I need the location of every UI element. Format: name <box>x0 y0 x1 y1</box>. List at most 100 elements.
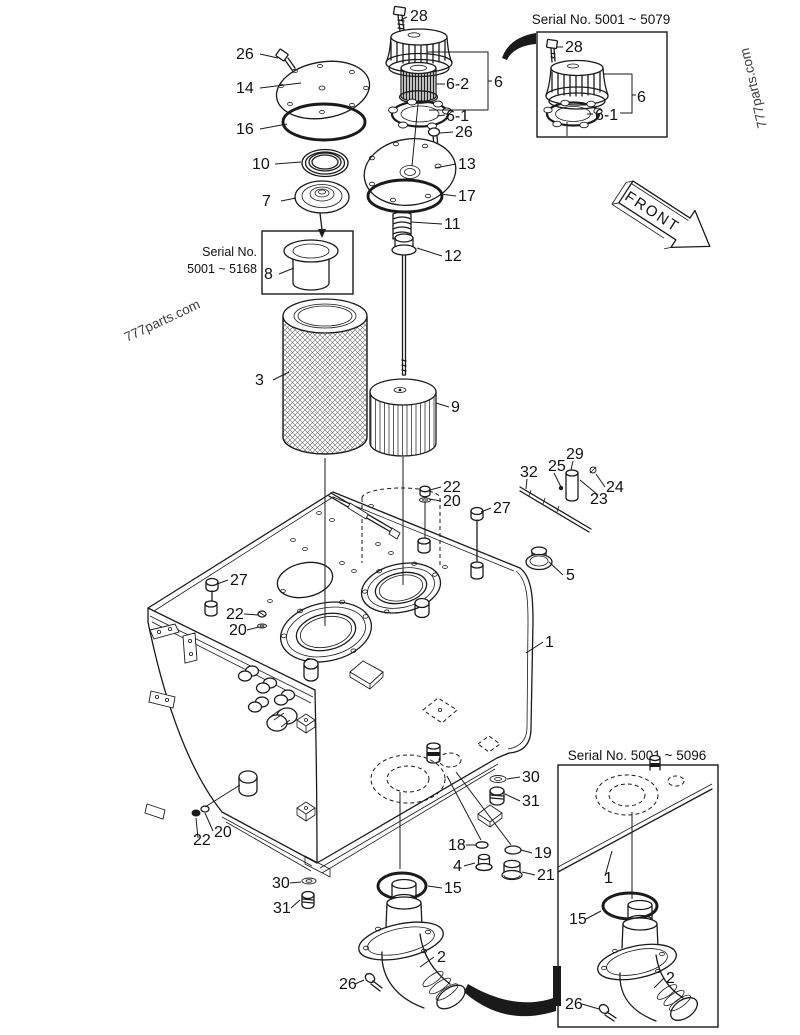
part-label-6-main: 6 <box>494 74 503 91</box>
part-label-2-inset: 2 <box>666 970 675 987</box>
part-label-21: 21 <box>537 867 555 884</box>
filler-cap-assembly <box>363 5 457 457</box>
part-label-22-right: 22 <box>443 479 461 496</box>
inset-5168-title-line1: Serial No. <box>202 245 257 259</box>
part-label-8: 8 <box>264 266 273 283</box>
part-label-13: 13 <box>458 156 476 173</box>
part-label-20-botleft: 20 <box>214 824 232 841</box>
part-label-26-topmid: 26 <box>455 124 473 141</box>
part-label-27-left: 27 <box>230 572 248 589</box>
part-label-11: 11 <box>444 216 461 233</box>
part-label-6-1-main: 6-1 <box>446 108 469 125</box>
inset-5168-title-line2: 5001 ~ 5168 <box>187 262 257 276</box>
elbow-2 <box>358 878 466 1010</box>
part-label-6-inset: 6 <box>637 89 646 106</box>
part-label-24: 24 <box>606 479 624 496</box>
part-label-18: 18 <box>448 837 466 854</box>
part-label-23: 23 <box>590 491 608 508</box>
part-label-30-left: 30 <box>272 875 290 892</box>
part-label-6-2-main: 6-2 <box>446 76 469 93</box>
part-label-10: 10 <box>252 156 270 173</box>
inset-box-5096 <box>557 764 719 1028</box>
part-label-1-inset: 1 <box>604 870 613 887</box>
swoosh-arrow-top <box>502 33 536 60</box>
inset-top-right: Serial No. 5001 ~ 5079 <box>502 12 670 138</box>
part-label-6-1-inset: 6-1 <box>595 107 618 124</box>
plug-5 <box>525 546 553 571</box>
breather-cap-7 <box>294 180 350 238</box>
rod-12 <box>391 233 417 376</box>
level-rod-cluster <box>519 466 597 533</box>
tank-port-bosses <box>237 665 298 732</box>
part-label-22-mid: 22 <box>226 606 244 623</box>
top-fasteners <box>204 466 597 629</box>
face-pads <box>349 660 503 828</box>
part-label-26-botleft: 26 <box>339 976 357 993</box>
inset-mid-left: Serial No. 5001 ~ 5168 <box>187 230 354 295</box>
part-label-14: 14 <box>236 80 254 97</box>
top-face-holes <box>267 504 448 603</box>
elbow-2-inset <box>597 899 698 1022</box>
inset-box-5168 <box>261 230 354 295</box>
part-label-17: 17 <box>458 188 476 205</box>
part-label-29: 29 <box>566 446 584 463</box>
part-label-26-topleft: 26 <box>236 46 254 63</box>
part-label-4: 4 <box>453 858 462 875</box>
tank-boss-front <box>303 658 319 682</box>
swoosh-arrow-bottom <box>464 984 556 1017</box>
part-label-30-right: 30 <box>522 769 540 786</box>
filter-element-6-2 <box>398 61 439 104</box>
watermark-left: 777parts.com <box>122 297 202 345</box>
bolt-28 <box>392 5 407 32</box>
lock-ring-6-1-inset <box>543 99 603 129</box>
part-label-15-main: 15 <box>444 880 462 897</box>
bolt-26-cover <box>275 48 296 71</box>
inset-hidden-flange <box>595 754 685 816</box>
drain-flange-hidden <box>370 742 462 804</box>
front-arrow-label: FRONT <box>622 188 683 236</box>
part-label-16: 16 <box>236 121 254 138</box>
filler-cap-inset <box>545 59 609 110</box>
part-label-27-right: 27 <box>493 500 511 517</box>
inset-box-5079 <box>536 31 668 138</box>
part-label-26-inset: 26 <box>565 996 583 1013</box>
inset-5079-title: Serial No. 5001 ~ 5079 <box>532 12 670 27</box>
part-label-5: 5 <box>566 567 575 584</box>
tank-left-brackets <box>144 623 198 820</box>
part-label-20-mid: 20 <box>229 622 247 639</box>
tank-ring-return <box>360 561 442 614</box>
return-filter-9 <box>369 378 437 457</box>
bolt-26-elbow <box>364 972 383 992</box>
part-label-28-top: 28 <box>410 8 428 25</box>
watermark-top-right: 777parts.com <box>737 47 770 130</box>
inset-5096-title: Serial No. 5001 ~ 5096 <box>568 748 706 763</box>
part-label-15-inset: 15 <box>569 911 587 928</box>
hydraulic-tank-body <box>144 487 553 878</box>
lock-ring-6-1 <box>388 98 452 130</box>
part-label-28-inset: 28 <box>565 39 583 56</box>
tank-boss-rear <box>414 597 430 619</box>
o-ring-16 <box>281 102 367 142</box>
suction-tube-8 <box>283 239 339 291</box>
breather-assembly: Serial No. 5001 ~ 5168 <box>187 48 371 455</box>
leader-lines <box>195 16 665 1010</box>
part-label-31-right: 31 <box>522 793 540 810</box>
part-label-1-main: 1 <box>545 634 554 651</box>
tank-ring-suction <box>279 599 373 663</box>
part-label-22-botleft: 22 <box>193 832 211 849</box>
cover-plate-13 <box>363 138 457 206</box>
part-label-20-right: 20 <box>443 493 461 510</box>
bottom-fasteners <box>191 770 523 1010</box>
part-label-25: 25 <box>548 458 566 475</box>
part-label-12: 12 <box>444 248 462 265</box>
bolt-28-inset <box>545 38 559 63</box>
suction-filter-3 <box>282 298 368 455</box>
part-label-9: 9 <box>451 399 460 416</box>
corner-blocks <box>296 713 316 822</box>
tank-opening-plain <box>276 561 334 599</box>
part-label-3: 3 <box>255 372 264 389</box>
part-label-32: 32 <box>520 464 538 481</box>
